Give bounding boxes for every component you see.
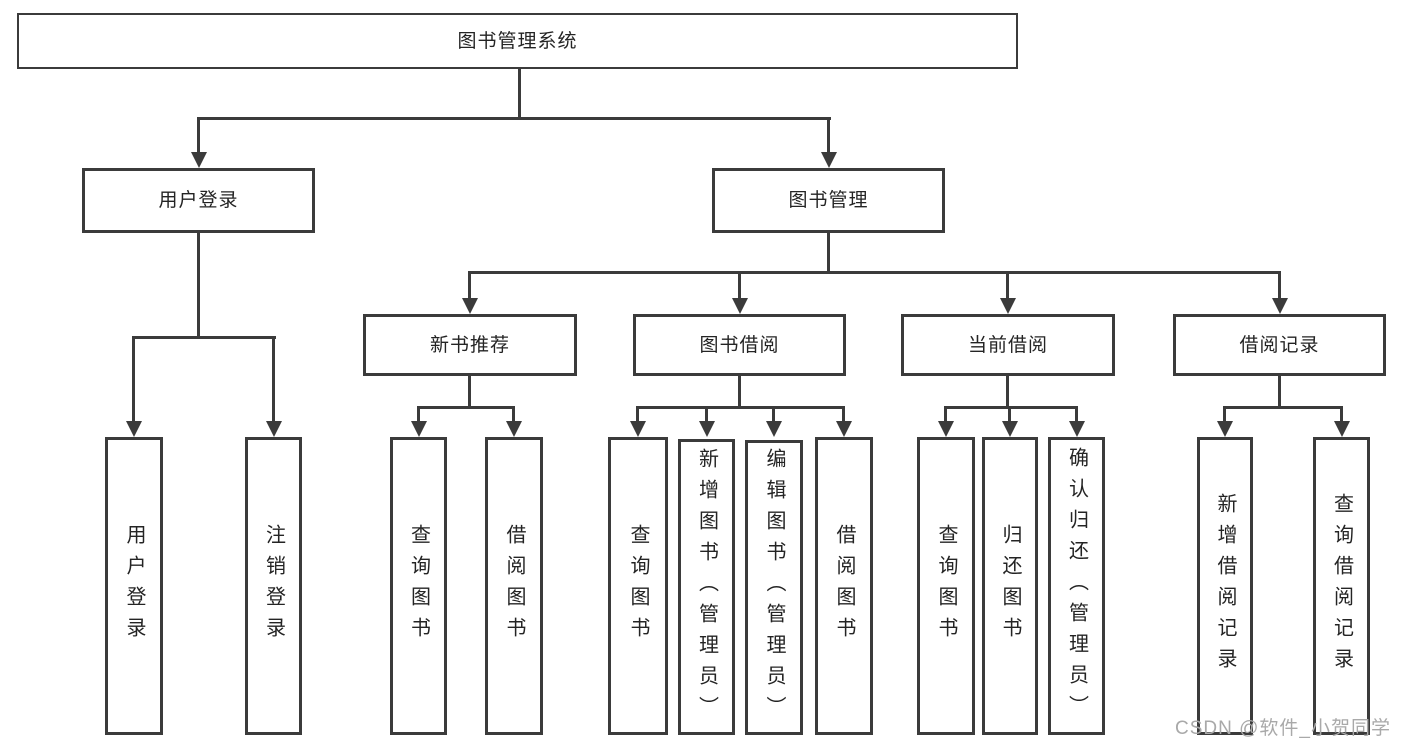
arrow-to-book-borrowing xyxy=(738,272,741,298)
arrow-to-current-borrowing xyxy=(1006,272,1009,298)
leaf-query-borrow-record: 查询借阅记录 xyxy=(1313,437,1370,735)
arrow-to-add-books-admin xyxy=(705,407,708,421)
arrow-to-add-borrow-record xyxy=(1223,407,1226,421)
connector-recommend-split xyxy=(417,406,515,409)
arrow-to-query-borrow-record xyxy=(1340,407,1343,421)
leaf-query-books-current: 查询图书 xyxy=(917,437,975,735)
arrow-to-leaf-user-login xyxy=(132,337,135,421)
csdn-watermark: CSDN @软件_小贺同学 xyxy=(1175,718,1391,739)
connector-book-management-stem xyxy=(827,233,830,273)
arrow-to-new-book-recommendation xyxy=(468,272,471,298)
arrow-to-borrowing-records xyxy=(1278,272,1281,298)
arrow-to-return-books xyxy=(1008,407,1011,421)
connector-current-stem xyxy=(1006,376,1009,407)
connector-root-split xyxy=(197,117,831,120)
connector-borrowing-stem xyxy=(738,376,741,407)
leaf-query-books-recommend: 查询图书 xyxy=(390,437,447,735)
leaf-query-books-borrowing: 查询图书 xyxy=(608,437,668,735)
arrow-to-query-books-current xyxy=(944,407,947,421)
arrow-to-edit-books-admin xyxy=(772,407,775,421)
connector-records-split xyxy=(1223,406,1343,409)
leaf-add-books-admin: 新增图书（管理员） xyxy=(678,439,735,735)
arrow-to-query-books-recommend xyxy=(417,407,420,421)
arrow-to-borrow-books-borrowing xyxy=(842,407,845,421)
node-current-borrowing: 当前借阅 xyxy=(901,314,1115,376)
leaf-borrow-books-recommend: 借阅图书 xyxy=(485,437,543,735)
node-new-book-recommendation: 新书推荐 xyxy=(363,314,577,376)
node-root: 图书管理系统 xyxy=(17,13,1018,69)
arrow-to-leaf-logout xyxy=(272,337,275,421)
node-borrowing-records: 借阅记录 xyxy=(1173,314,1386,376)
connector-book-management-split xyxy=(468,271,1281,274)
arrow-to-book-management xyxy=(827,118,830,152)
arrow-to-borrow-books-recommend xyxy=(512,407,515,421)
arrow-to-user-login xyxy=(197,118,200,152)
connector-borrowing-split xyxy=(636,406,845,409)
arrow-to-query-books-borrowing xyxy=(636,407,639,421)
leaf-user-login: 用户登录 xyxy=(105,437,163,735)
connector-recommend-stem xyxy=(468,376,471,407)
arrow-to-confirm-return-admin xyxy=(1075,407,1078,421)
node-user-login: 用户登录 xyxy=(82,168,315,233)
connector-user-login-stem xyxy=(197,233,200,337)
connector-current-split xyxy=(944,406,1078,409)
node-book-borrowing: 图书借阅 xyxy=(633,314,846,376)
leaf-return-books: 归还图书 xyxy=(982,437,1038,735)
node-book-management: 图书管理 xyxy=(712,168,945,233)
leaf-confirm-return-admin: 确认归还（管理员） xyxy=(1048,437,1105,735)
connector-records-stem xyxy=(1278,376,1281,407)
leaf-borrow-books-borrowing: 借阅图书 xyxy=(815,437,873,735)
leaf-edit-books-admin: 编辑图书（管理员） xyxy=(745,440,803,735)
connector-root-stem xyxy=(518,69,521,118)
connector-user-login-split xyxy=(132,336,276,339)
leaf-logout: 注销登录 xyxy=(245,437,302,735)
leaf-add-borrow-record: 新增借阅记录 xyxy=(1197,437,1253,735)
